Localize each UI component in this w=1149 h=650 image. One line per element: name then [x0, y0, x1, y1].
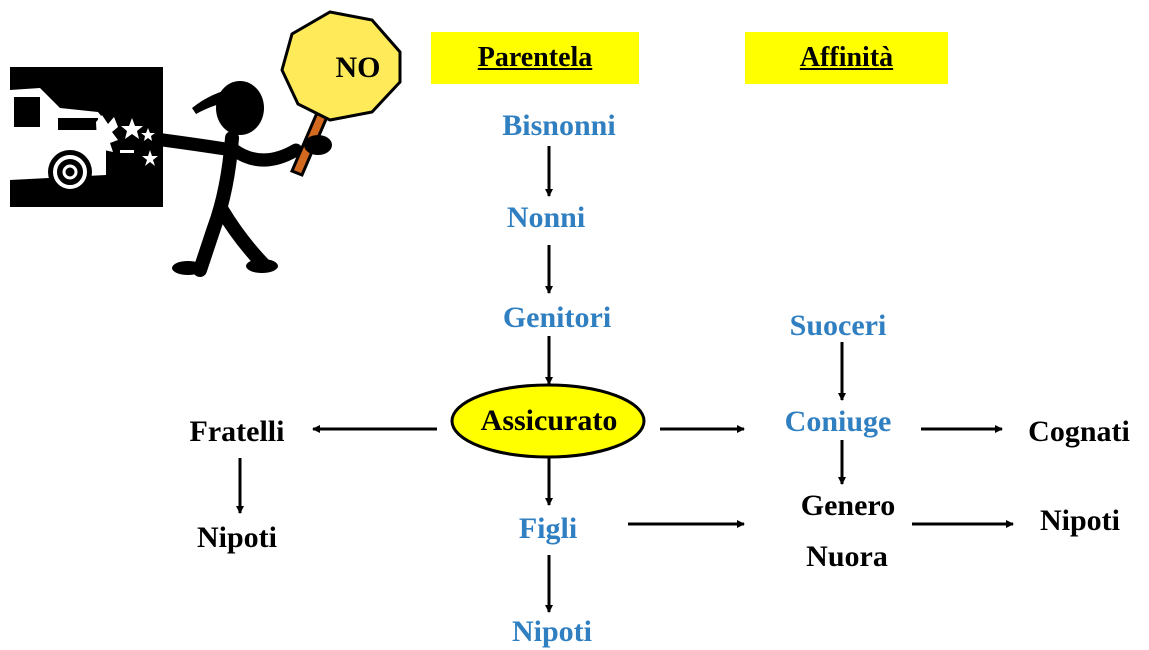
node-suoceri: Suoceri: [789, 309, 887, 342]
node-nuora: Nuora: [806, 540, 888, 573]
node-nipoti-fratelli: Nipoti: [196, 521, 278, 554]
node-genero: Genero: [800, 489, 896, 522]
no-sign-clipart: [10, 10, 402, 277]
node-nipoti-figli: Nipoti: [511, 615, 593, 648]
node-bisnonni: Bisnonni: [502, 109, 616, 142]
no-sign-icon: [280, 10, 402, 122]
node-figli: Figli: [518, 512, 578, 545]
node-genitori: Genitori: [502, 301, 612, 334]
stick-figure-icon: [156, 81, 303, 277]
car-icon: [10, 88, 118, 194]
node-cognati: Cognati: [1028, 415, 1130, 448]
node-assicurato: Assicurato: [480, 404, 618, 437]
node-nonni: Nonni: [506, 201, 586, 234]
node-nipoti-genero: Nipoti: [1039, 504, 1121, 537]
node-fratelli: Fratelli: [189, 415, 285, 448]
header-parentela: Parentela: [431, 32, 639, 84]
header-affinita: Affinità: [745, 32, 948, 84]
exhaust-sparks-icon: [120, 118, 158, 166]
assicurato-highlight: [450, 383, 646, 459]
node-coniuge: Coniuge: [784, 405, 892, 438]
no-sign-text: NO: [335, 51, 381, 84]
